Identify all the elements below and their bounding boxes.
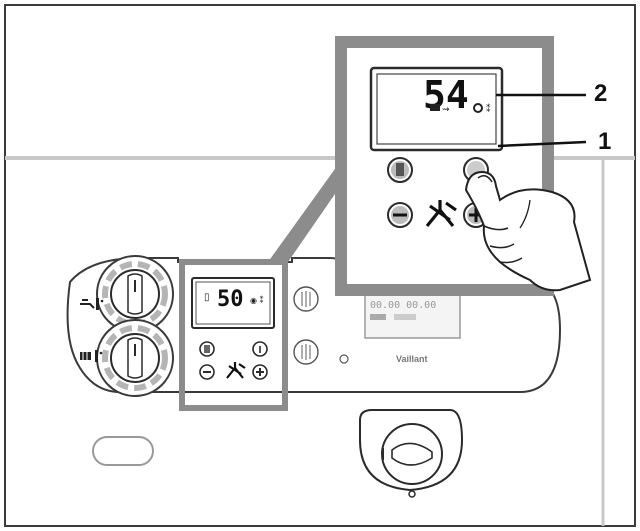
zoom-lcd-radiator-icon: [430, 104, 440, 111]
small-lcd-value: 50: [217, 287, 244, 312]
plus-button[interactable]: [252, 364, 268, 380]
zoom-lcd-status-icon: ⁑: [486, 103, 491, 115]
zoom-minus-button[interactable]: [387, 202, 413, 228]
valve-mark-off: [408, 490, 416, 498]
zoom-lcd-tap-icon: ⇝: [442, 105, 450, 115]
mode-button[interactable]: [199, 341, 215, 357]
hot-water-knob[interactable]: [110, 269, 160, 319]
callout-number-1: 1: [598, 128, 612, 155]
zoom-mode-button[interactable]: [387, 157, 413, 183]
timer-bar-2: [394, 314, 416, 320]
vaillant-logo: Vaillant: [396, 354, 428, 364]
timer-bar: [370, 314, 386, 320]
timer-digits: 00.00 00.00: [370, 300, 436, 311]
aux-dial-upper[interactable]: [293, 286, 319, 312]
tap-icon: [80, 298, 104, 310]
zoom-connector: [268, 155, 355, 262]
aux-dial-lower[interactable]: [293, 339, 319, 365]
info-button[interactable]: [252, 341, 268, 357]
callout-number-2: 2: [594, 80, 608, 107]
heating-knob[interactable]: [110, 333, 160, 383]
valve-knob[interactable]: [381, 423, 443, 485]
minus-button[interactable]: [199, 364, 215, 380]
small-lcd-screen: [195, 281, 271, 325]
chimney-sweep-icon: [226, 362, 246, 379]
zoom-lcd-burner-icon: [473, 103, 483, 113]
pointing-hand-icon: [464, 170, 592, 292]
zoom-source-frame: [179, 259, 288, 411]
zoom-lcd-value: 54: [423, 73, 468, 117]
zoom-chimney-sweep-icon: [425, 200, 457, 228]
handle-slot: [92, 436, 154, 466]
small-lcd-status: ◉ ⁑: [250, 294, 264, 305]
small-lcd-flame: ▯: [204, 292, 210, 303]
aux-indicator: [339, 354, 349, 364]
callout-line-1: [497, 140, 587, 148]
radiator-icon: [80, 350, 103, 362]
